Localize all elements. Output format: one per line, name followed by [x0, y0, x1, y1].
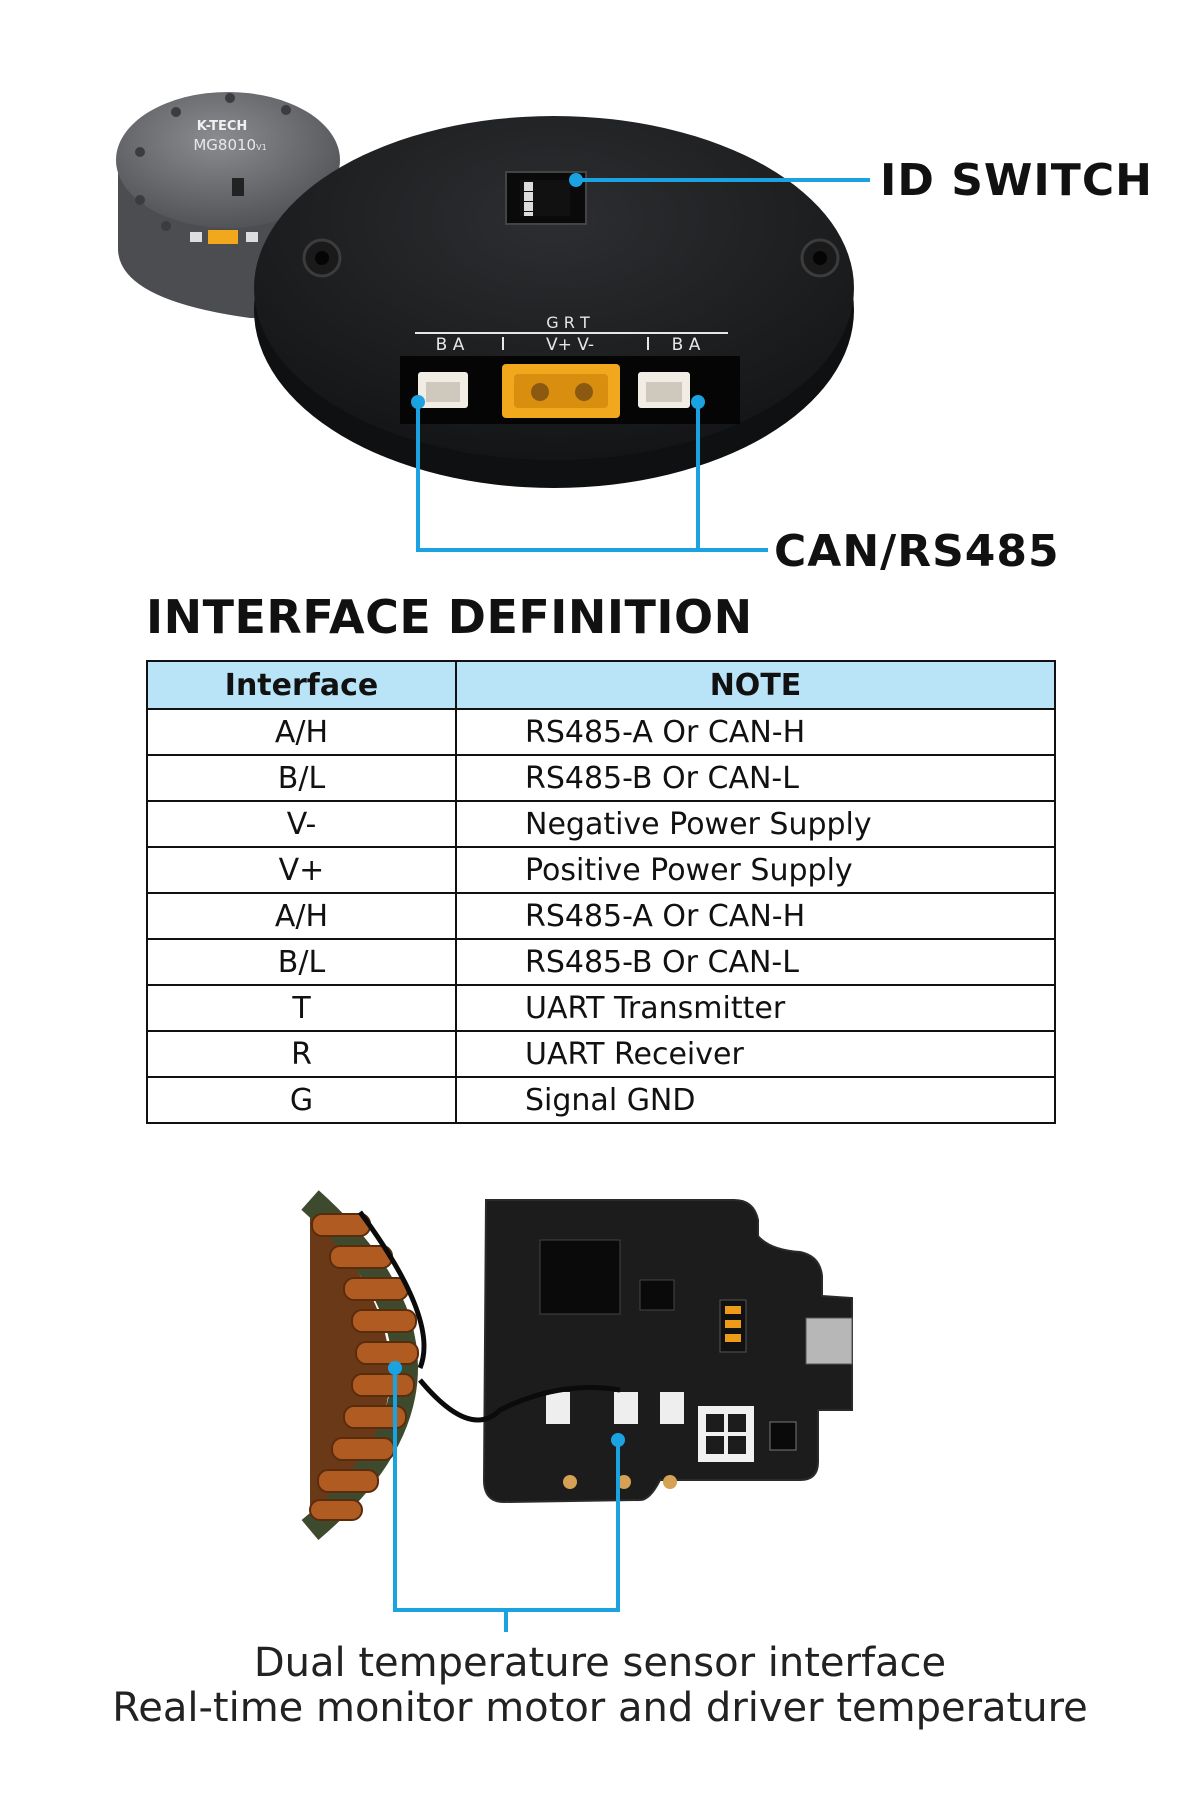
dip-switch — [505, 171, 587, 225]
header-interface: Interface — [146, 660, 457, 710]
table-header-row: Interface NOTE — [146, 660, 1056, 710]
callout-lines-top — [416, 178, 870, 552]
silk-ba-right: B A — [672, 335, 701, 355]
section-title: INTERFACE DEFINITION — [146, 590, 753, 644]
cell-pin: B/L — [146, 938, 457, 986]
cell-note: Negative Power Supply — [455, 800, 1056, 848]
cell-note: RS485-B Or CAN-L — [455, 938, 1056, 986]
motor-illustration: K-TECH MG8010V1 G R T B A V+ V- B A — [116, 92, 870, 552]
front-motor: G R T B A V+ V- B A — [254, 116, 854, 488]
silk-power: V+ V- — [546, 335, 594, 355]
cell-pin: R — [146, 1030, 457, 1078]
id-switch-label: ID SWITCH — [880, 155, 1153, 206]
cell-note: RS485-A Or CAN-H — [455, 892, 1056, 940]
table-row: B/L RS485-B Or CAN-L — [146, 938, 1056, 986]
silk-ba-left: B A — [436, 335, 465, 355]
caption-line-1: Dual temperature sensor interface — [253, 1640, 947, 1686]
cell-pin: T — [146, 984, 457, 1032]
driver-board-illustration — [301, 1190, 853, 1632]
cell-note: RS485-A Or CAN-H — [455, 708, 1056, 756]
table-row: A/H RS485-A Or CAN-H — [146, 892, 1056, 940]
table-row: T UART Transmitter — [146, 984, 1056, 1032]
table-row: V- Negative Power Supply — [146, 800, 1056, 848]
driver-pcb — [418, 1199, 853, 1504]
silk-grt: G R T — [546, 313, 590, 332]
interface-table: Interface NOTE A/H RS485-A Or CAN-H B/L … — [146, 660, 1056, 1124]
cell-note: UART Receiver — [455, 1030, 1056, 1078]
stator-coils — [301, 1190, 427, 1540]
cell-note: Positive Power Supply — [455, 846, 1056, 894]
back-motor: K-TECH MG8010V1 — [116, 92, 340, 318]
cell-note: RS485-B Or CAN-L — [455, 754, 1056, 802]
caption-line-2: Real-time monitor motor and driver tempe… — [112, 1685, 1088, 1731]
cell-pin: A/H — [146, 892, 457, 940]
power-connector-xt — [502, 364, 620, 418]
cell-pin: G — [146, 1076, 457, 1124]
callout-lines-bottom — [393, 1368, 620, 1632]
table-row: V+ Positive Power Supply — [146, 846, 1056, 894]
can-rs485-label: CAN/RS485 — [774, 526, 1060, 577]
can-connector-right — [638, 372, 690, 408]
back-motor-screws — [135, 93, 291, 231]
model-label: MG8010V1 — [193, 136, 266, 154]
cell-pin: V+ — [146, 846, 457, 894]
table-row: R UART Receiver — [146, 1030, 1056, 1078]
cell-pin: B/L — [146, 754, 457, 802]
cell-pin: V- — [146, 800, 457, 848]
brand-logo: K-TECH — [197, 119, 248, 134]
cell-note: UART Transmitter — [455, 984, 1056, 1032]
table-row: B/L RS485-B Or CAN-L — [146, 754, 1056, 802]
can-connector-left — [418, 372, 468, 408]
table-row: G Signal GND — [146, 1076, 1056, 1124]
header-note: NOTE — [455, 660, 1056, 710]
cell-note: Signal GND — [455, 1076, 1056, 1124]
cell-pin: A/H — [146, 708, 457, 756]
table-row: A/H RS485-A Or CAN-H — [146, 708, 1056, 756]
